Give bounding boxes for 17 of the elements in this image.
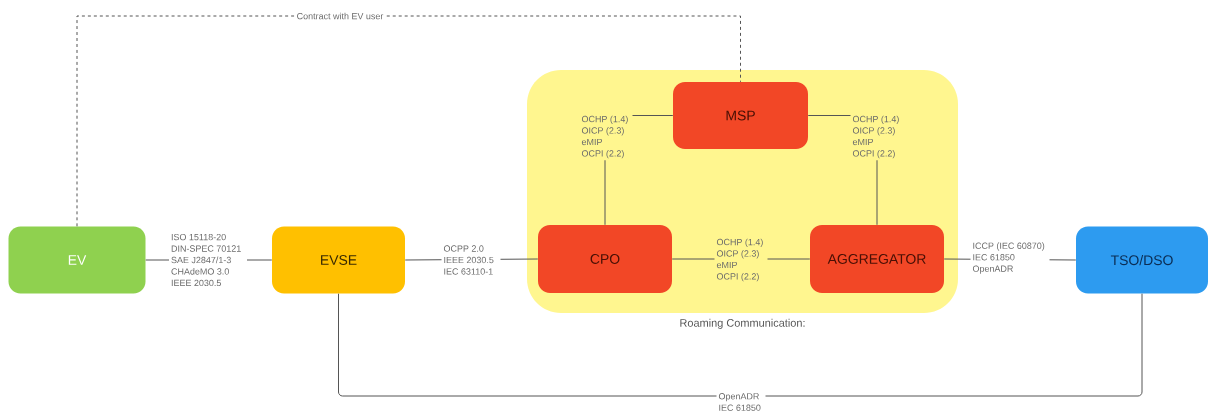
process-box: TSO/DSO: [1076, 226, 1208, 294]
connector-line: [338, 293, 1143, 397]
edge-label: ISO 15118-20 DIN-SPEC 70121 SAE J2847/1-3 CHAdeMO 3.0 IEEE 2030.5: [169, 231, 247, 289]
process-box: EV: [8, 226, 146, 294]
process-box: MSP: [673, 82, 808, 149]
connector-line: [76, 15, 741, 227]
node-label: Roaming Communication:: [680, 318, 805, 329]
process-box: AGGREGATOR: [810, 225, 944, 293]
edge-label: Contract with EV user: [294, 10, 386, 22]
edge-label: ICCP (IEC 60870) IEC 61850 OpenADR: [970, 240, 1050, 276]
edge-label: OCHP (1.4) OICP (2.3) eMIP OCPI (2.2): [579, 113, 633, 161]
process-box: EVSE: [272, 226, 405, 294]
edge-label: OpenADR IEC 61850: [716, 391, 766, 413]
edge-label: OCPP 2.0 IEEE 2030.5 IEC 63110-1: [441, 243, 501, 277]
process-box: CPO: [538, 225, 672, 293]
edge-label: OCHP (1.4) OICP (2.3) eMIP OCPI (2.2): [714, 236, 768, 284]
edge-label: OCHP (1.4) OICP (2.3) eMIP OCPI (2.2): [850, 113, 904, 161]
